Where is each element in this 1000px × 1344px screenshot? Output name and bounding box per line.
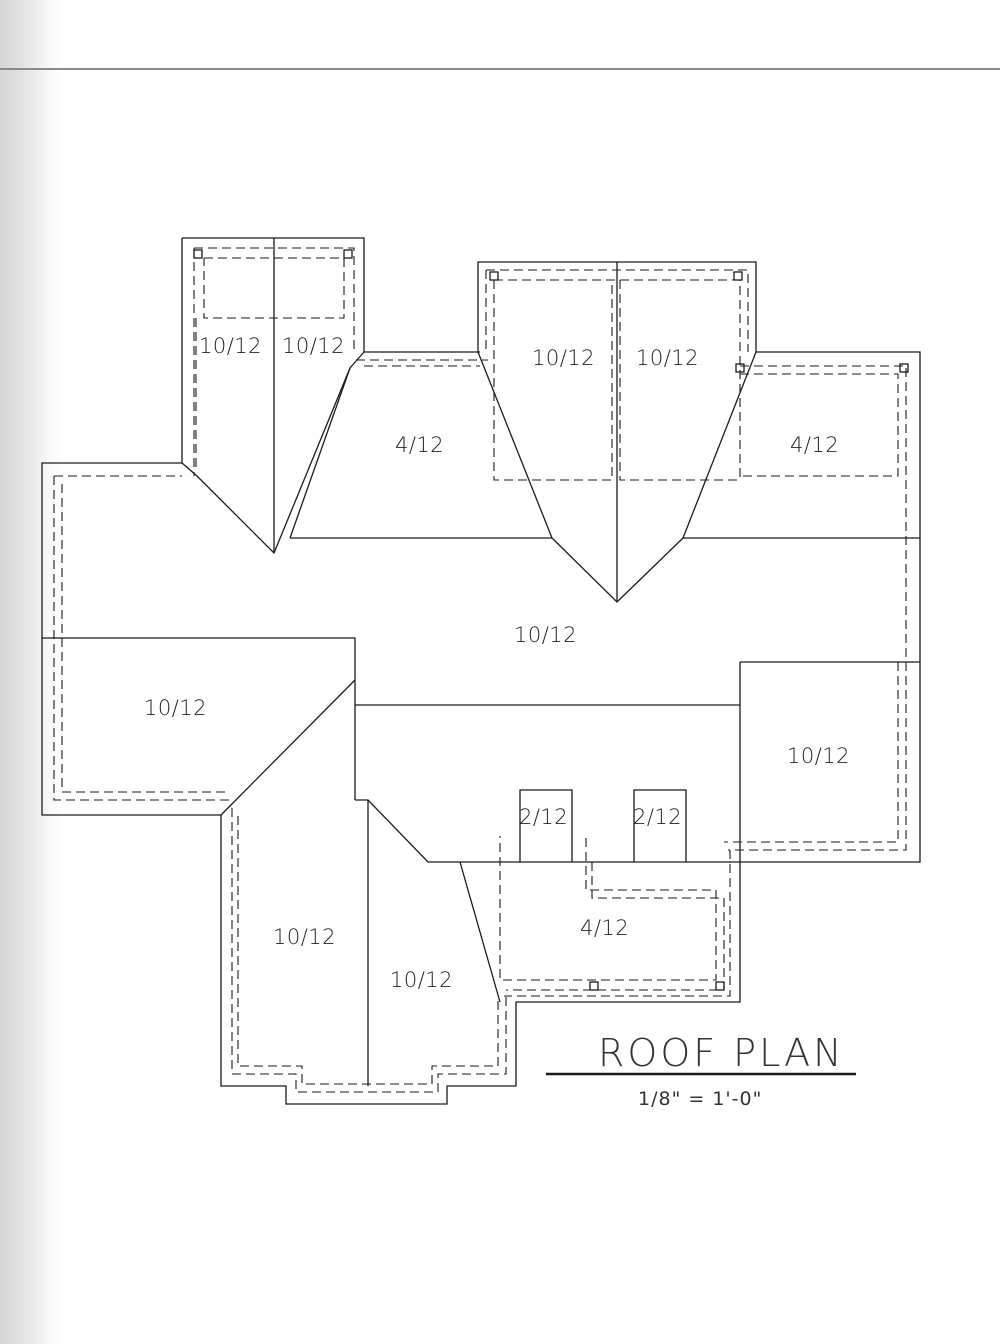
drawing-scale: 1/8" = 1'-0" <box>638 1088 762 1110</box>
slope-label-bottom-porch: 4/12 <box>580 916 629 940</box>
slope-label-upper-right-flat: 4/12 <box>790 433 839 457</box>
slope-label-left-gable-left: 10/12 <box>199 334 262 358</box>
drawing-title: ROOF PLAN <box>598 1031 845 1075</box>
slope-label-bottom-left-gable-left: 10/12 <box>273 925 336 949</box>
corner-markers <box>193 249 909 991</box>
slope-label-right-hip: 10/12 <box>787 744 850 768</box>
slope-label-left-hip: 10/12 <box>144 696 207 720</box>
slope-label-dormer-right: 2/12 <box>633 805 682 829</box>
slope-label-upper-left-flat: 4/12 <box>395 433 444 457</box>
slope-label-main-roof: 10/12 <box>514 623 577 647</box>
roof-outline <box>41 237 921 1105</box>
slope-label-dormer-left: 2/12 <box>519 805 568 829</box>
top-border-line <box>0 68 1000 70</box>
page-edge-shadow <box>0 0 60 1344</box>
wall-lines <box>53 247 907 1093</box>
slope-label-center-gable-right: 10/12 <box>636 346 699 370</box>
slope-label-left-gable-right: 10/12 <box>282 334 345 358</box>
slope-label-center-gable-left: 10/12 <box>532 346 595 370</box>
slope-label-bottom-left-gable-right: 10/12 <box>390 968 453 992</box>
